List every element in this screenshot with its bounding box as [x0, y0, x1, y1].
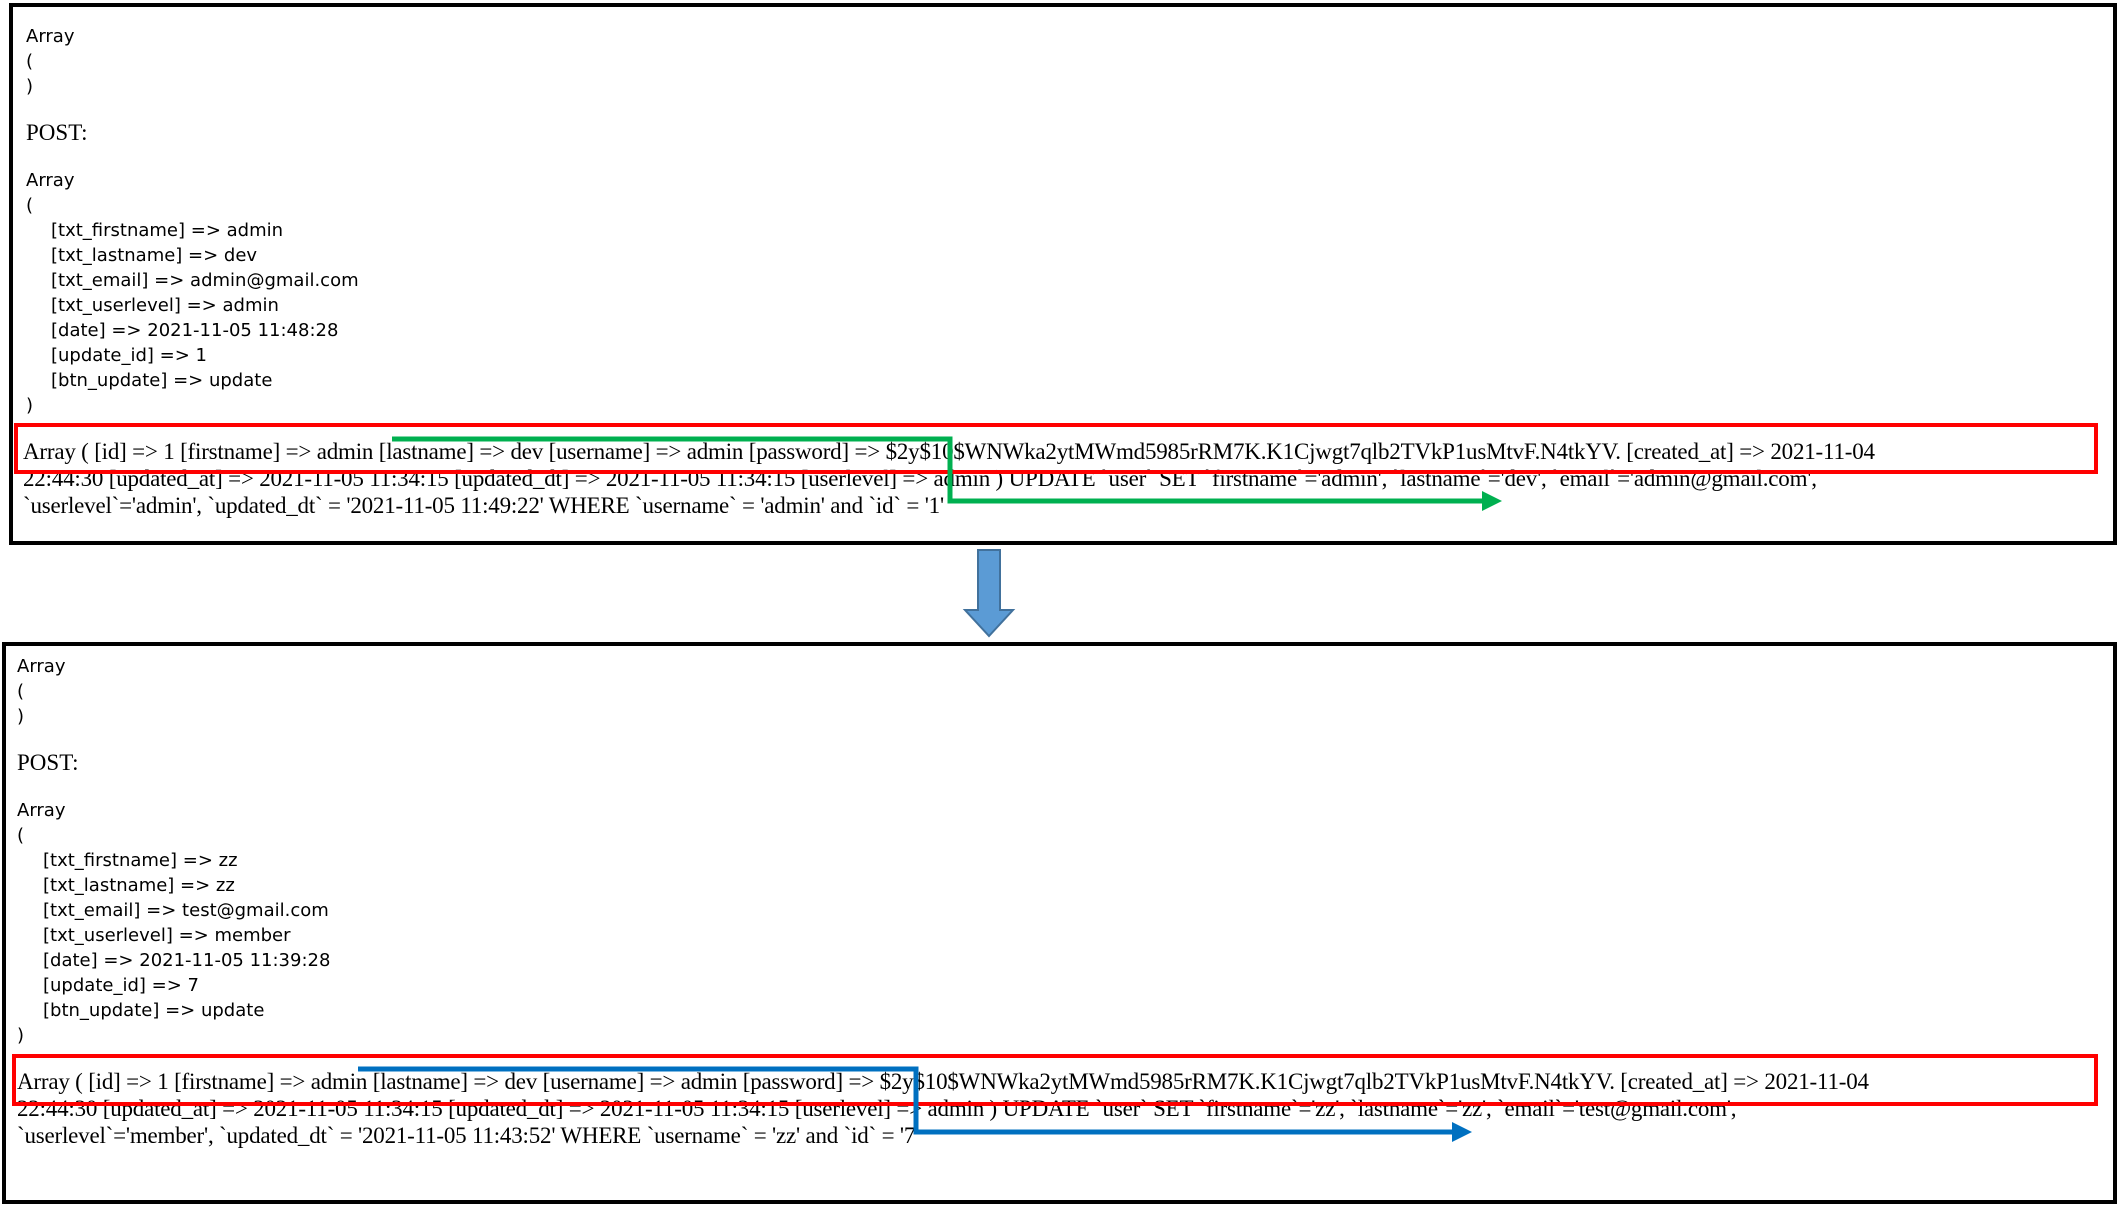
post-fields: [txt_firstname] => zz [txt_lastname] => …	[43, 848, 330, 1023]
array-label: Array	[26, 170, 75, 191]
paren-close: )	[17, 706, 25, 727]
post-field: [update_id] => 1	[51, 345, 207, 366]
paren-close: )	[17, 1025, 25, 1046]
array-label: Array	[17, 656, 66, 677]
post-field: [txt_userlevel] => member	[43, 925, 291, 946]
post-field: [txt_firstname] => admin	[51, 220, 284, 241]
post-field: [btn_update] => update	[51, 370, 273, 391]
post-field: [txt_userlevel] => admin	[51, 295, 279, 316]
paren-open: (	[26, 51, 34, 72]
post-field: [date] => 2021-11-05 11:39:28	[43, 950, 331, 971]
post-field: [update_id] => 7	[43, 975, 199, 996]
post-label: POST:	[17, 750, 79, 775]
highlight-box	[12, 1054, 2098, 1106]
get-array-open: Array ()	[26, 24, 74, 99]
post-field: [date] => 2021-11-05 11:48:28	[51, 320, 339, 341]
down-arrow-icon	[962, 549, 1016, 638]
output-line: `userlevel`='admin', `updated_dt` = '202…	[23, 493, 944, 518]
post-field: [txt_lastname] => dev	[51, 245, 258, 266]
array-label: Array	[26, 26, 75, 47]
post-field: [btn_update] => update	[43, 1000, 265, 1021]
output-line: `userlevel`='member', `updated_dt` = '20…	[17, 1123, 920, 1148]
post-array: Array (	[17, 798, 65, 848]
get-array-open: Array ()	[17, 654, 65, 729]
highlight-box	[14, 423, 2098, 474]
paren-close: )	[26, 76, 34, 97]
post-field: [txt_lastname] => zz	[43, 875, 235, 896]
post-field: [txt_firstname] => zz	[43, 850, 238, 871]
paren-open: (	[17, 681, 25, 702]
post-field: [txt_email] => test@gmail.com	[43, 900, 329, 921]
post-array: Array (	[26, 168, 74, 218]
post-fields: [txt_firstname] => admin [txt_lastname] …	[51, 218, 359, 393]
paren-open: (	[26, 195, 34, 216]
post-label: POST:	[26, 120, 88, 145]
array-label: Array	[17, 800, 66, 821]
paren-open: (	[17, 825, 25, 846]
paren-close: )	[26, 395, 34, 416]
post-field: [txt_email] => admin@gmail.com	[51, 270, 359, 291]
